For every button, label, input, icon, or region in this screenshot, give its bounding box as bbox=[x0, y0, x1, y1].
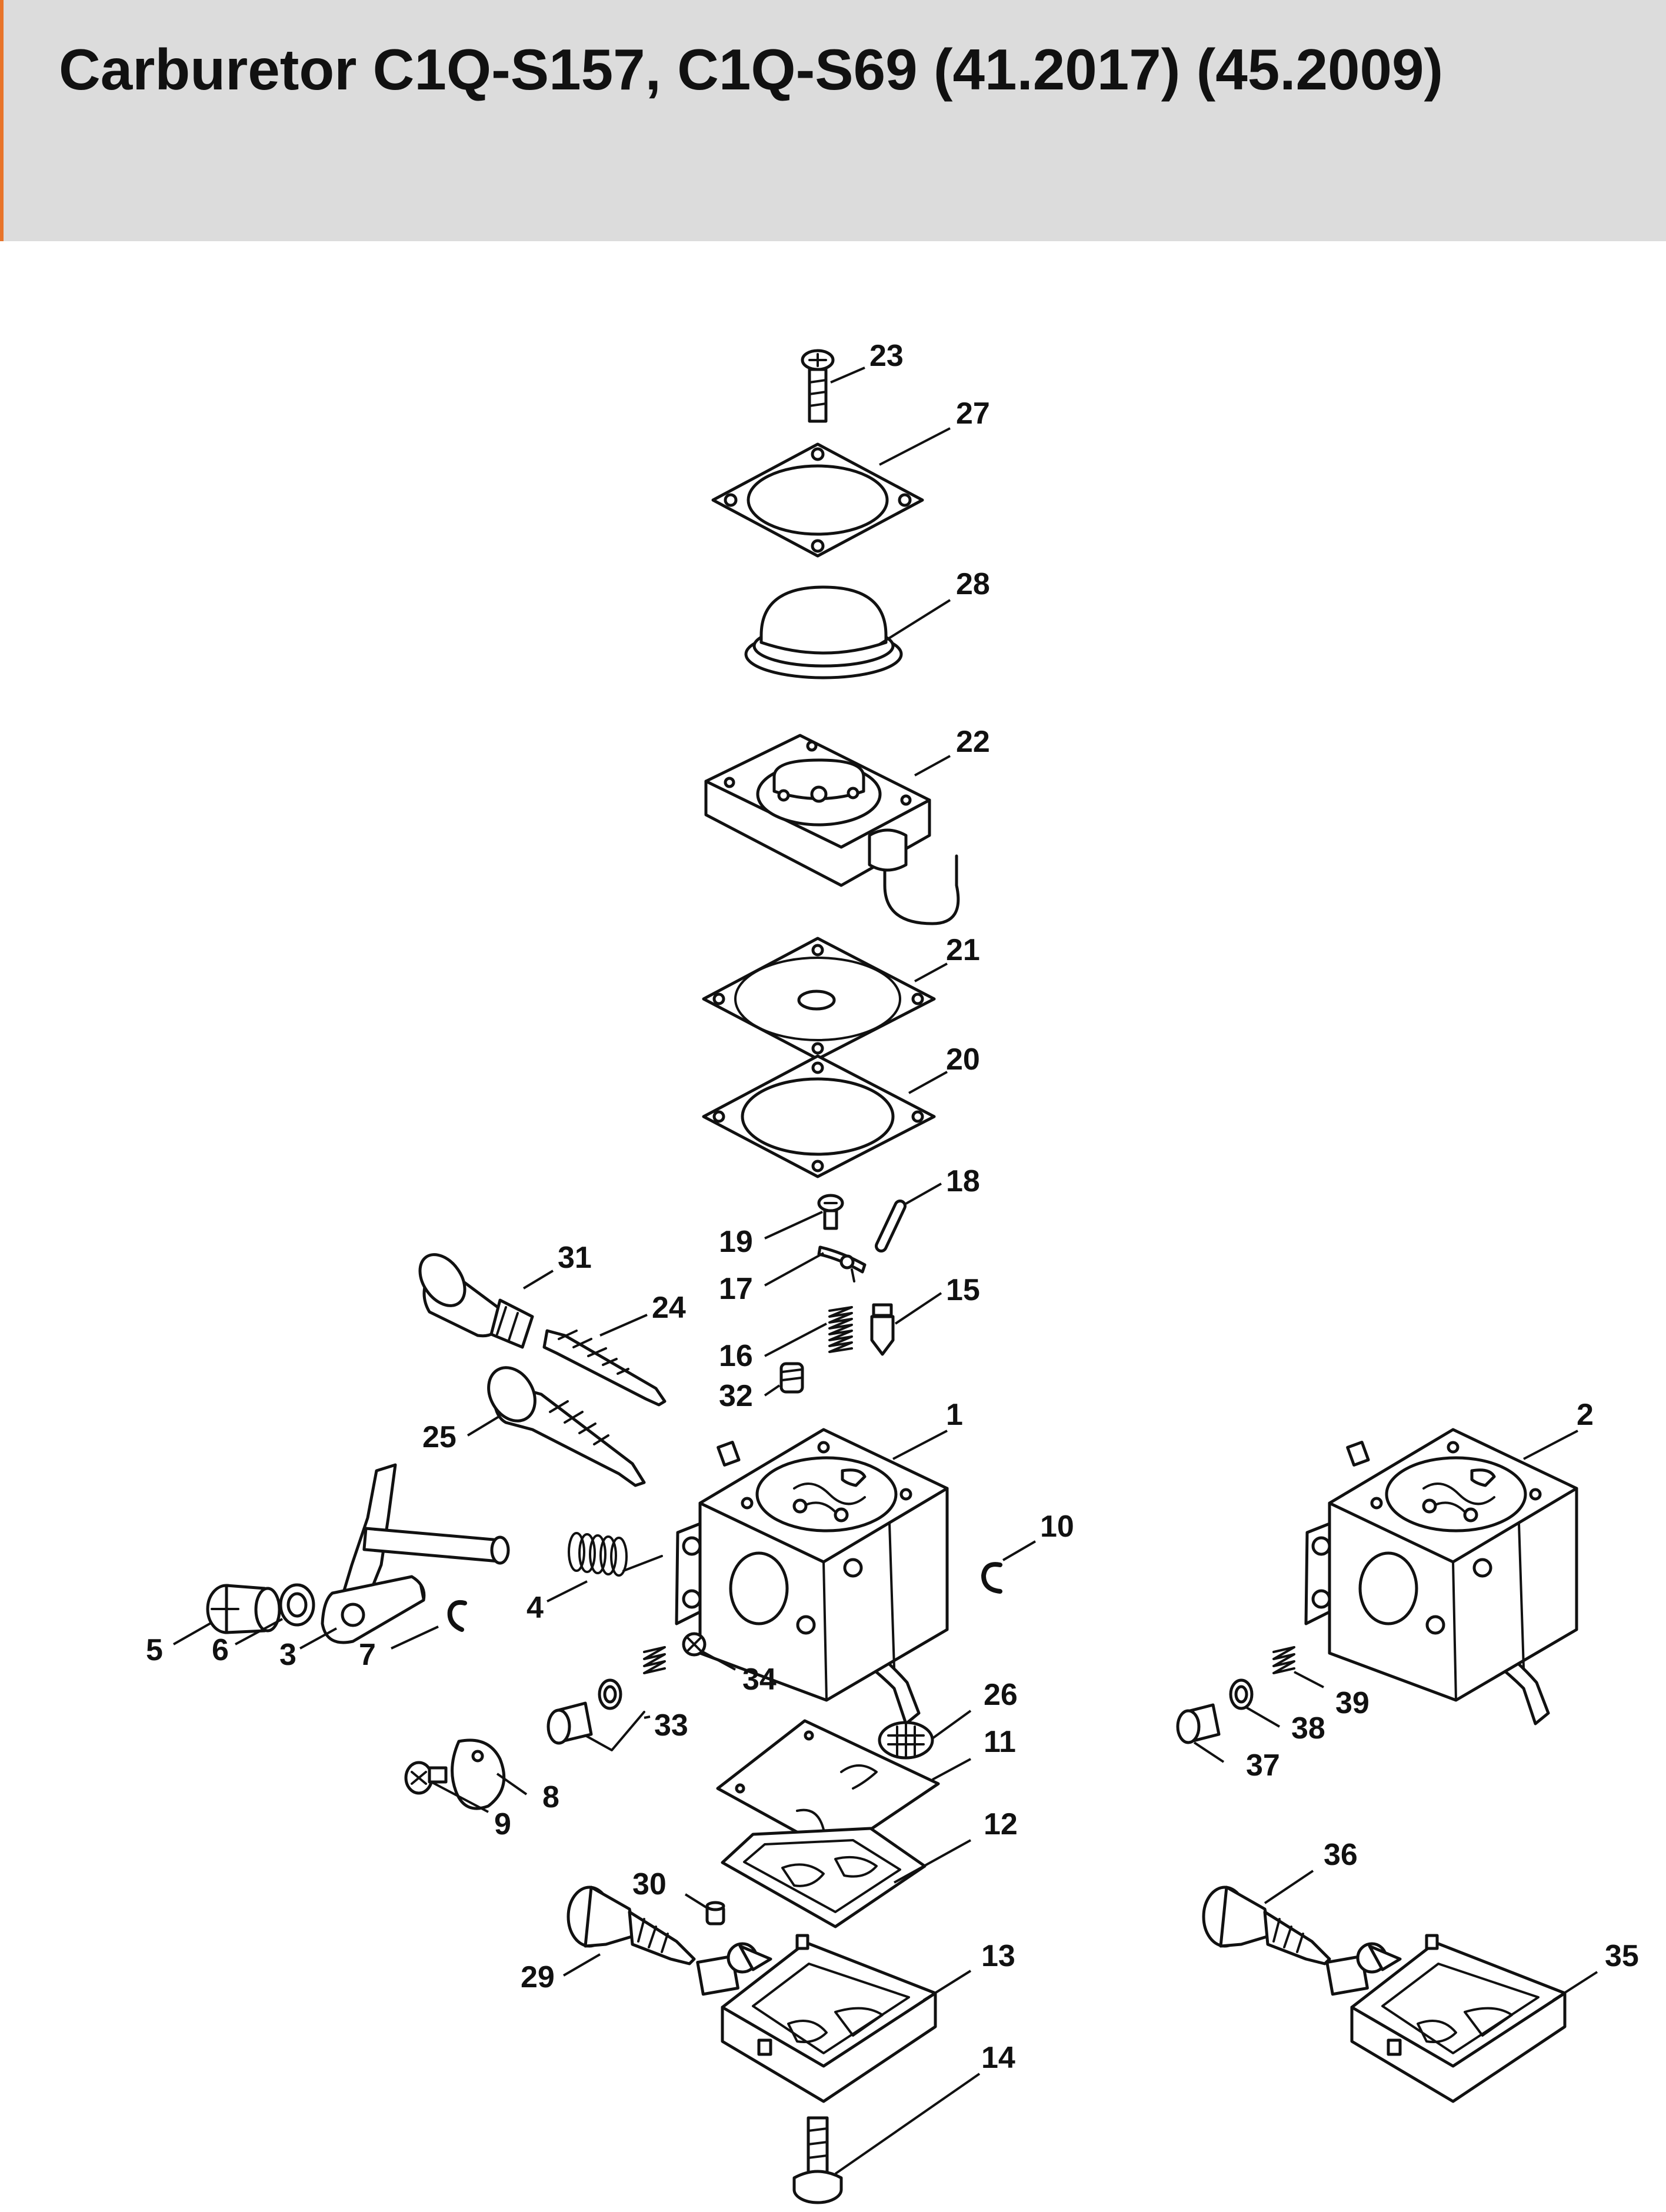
callout-33: 33 bbox=[654, 1708, 688, 1743]
part-19-screw[interactable] bbox=[817, 1194, 844, 1230]
part-14-screw[interactable] bbox=[792, 2116, 843, 2204]
part-17-control-lever[interactable] bbox=[817, 1245, 867, 1282]
callout-35: 35 bbox=[1605, 1939, 1639, 1973]
part-20-gasket[interactable] bbox=[702, 1054, 936, 1178]
part-26-filter[interactable] bbox=[878, 1721, 934, 1760]
callout-7: 7 bbox=[359, 1638, 376, 1672]
callout-14: 14 bbox=[981, 2041, 1015, 2075]
callout-20: 20 bbox=[946, 1042, 980, 1077]
part-1-carburetor-body[interactable] bbox=[675, 1428, 949, 1725]
callout-17: 17 bbox=[719, 1272, 753, 1306]
part-34-fuel-screen[interactable] bbox=[682, 1632, 707, 1657]
part-24-adjusting-screw[interactable] bbox=[542, 1329, 667, 1407]
callout-6: 6 bbox=[212, 1633, 229, 1667]
part-18-pin[interactable] bbox=[875, 1200, 907, 1252]
part-6-washer[interactable] bbox=[279, 1583, 315, 1627]
callout-30: 30 bbox=[632, 1867, 667, 1901]
part-8-throttle-plate[interactable] bbox=[451, 1738, 506, 1810]
callout-22: 22 bbox=[956, 725, 990, 759]
part-4-torsion-spring[interactable] bbox=[568, 1532, 663, 1577]
part-5-screw-plug[interactable] bbox=[206, 1584, 281, 1634]
part-12-metering-diaphragm[interactable] bbox=[721, 1827, 927, 1928]
part-2-carburetor-body[interactable] bbox=[1304, 1428, 1578, 1725]
callout-16: 16 bbox=[719, 1339, 753, 1373]
callout-29: 29 bbox=[521, 1960, 555, 1994]
part-31-limiter-cap[interactable] bbox=[411, 1246, 534, 1349]
part-9-screw[interactable] bbox=[404, 1761, 448, 1795]
callout-23: 23 bbox=[869, 339, 904, 373]
callout-28: 28 bbox=[956, 567, 990, 601]
callout-36: 36 bbox=[1324, 1838, 1358, 1872]
part-16-spring[interactable] bbox=[828, 1306, 853, 1353]
callout-11: 11 bbox=[984, 1725, 1016, 1759]
callout-19: 19 bbox=[719, 1225, 753, 1259]
page-title: Carburetor C1Q-S157, C1Q-S69 (41.2017) (… bbox=[59, 37, 1444, 102]
part-29-adjusting-screw[interactable] bbox=[567, 1885, 696, 1966]
part-37-plug[interactable] bbox=[1176, 1703, 1221, 1744]
callout-27: 27 bbox=[956, 397, 990, 431]
callout-10: 10 bbox=[1040, 1510, 1074, 1544]
part-21-diaphragm[interactable] bbox=[702, 937, 936, 1061]
header-bar bbox=[0, 0, 1666, 241]
callout-39: 39 bbox=[1335, 1686, 1370, 1720]
callout-3: 3 bbox=[279, 1638, 296, 1672]
callout-37: 37 bbox=[1246, 1748, 1280, 1783]
callout-12: 12 bbox=[984, 1807, 1018, 1841]
part-7-e-clip[interactable] bbox=[447, 1600, 467, 1632]
callout-labels: 23 27 28 22 21 20 18 19 17 15 16 32 31 2… bbox=[146, 339, 1639, 2075]
callout-34: 34 bbox=[742, 1663, 777, 1697]
part-25-adjusting-screw[interactable] bbox=[479, 1359, 646, 1487]
part-23-screw[interactable] bbox=[801, 349, 835, 423]
callout-31: 31 bbox=[558, 1241, 592, 1275]
part-36-adjusting-screw[interactable] bbox=[1202, 1885, 1331, 1966]
callout-4: 4 bbox=[527, 1591, 544, 1625]
callout-38: 38 bbox=[1291, 1711, 1325, 1745]
callout-24: 24 bbox=[652, 1291, 686, 1325]
callout-25: 25 bbox=[422, 1420, 457, 1454]
part-33-plug-set[interactable] bbox=[547, 1646, 666, 1751]
part-3-throttle-shaft[interactable] bbox=[321, 1463, 510, 1644]
part-10-e-clip[interactable] bbox=[981, 1562, 1002, 1594]
part-15-inlet-needle[interactable] bbox=[870, 1303, 895, 1356]
part-32-plug[interactable] bbox=[779, 1362, 804, 1394]
callout-15: 15 bbox=[946, 1273, 980, 1307]
callout-2: 2 bbox=[1577, 1398, 1594, 1432]
part-13-end-cover[interactable] bbox=[696, 1934, 937, 2103]
callout-5: 5 bbox=[146, 1633, 163, 1667]
callout-8: 8 bbox=[542, 1780, 559, 1814]
part-35-end-cover[interactable] bbox=[1325, 1934, 1567, 2103]
callout-1: 1 bbox=[946, 1398, 963, 1432]
callout-13: 13 bbox=[981, 1939, 1015, 1973]
leader-lines bbox=[173, 367, 1598, 2175]
callout-32: 32 bbox=[719, 1379, 753, 1413]
callout-9: 9 bbox=[494, 1807, 511, 1841]
callout-21: 21 bbox=[946, 933, 980, 967]
callout-18: 18 bbox=[946, 1164, 980, 1198]
part-38-o-ring[interactable] bbox=[1229, 1678, 1254, 1710]
part-39-spring[interactable] bbox=[1272, 1646, 1295, 1674]
callout-26: 26 bbox=[984, 1678, 1018, 1712]
part-30-nipple[interactable] bbox=[705, 1901, 725, 1925]
part-22-pump-cover[interactable] bbox=[704, 734, 960, 925]
part-28-primer-bulb[interactable] bbox=[744, 585, 903, 679]
header-accent-stripe bbox=[0, 0, 4, 241]
part-27-gasket[interactable] bbox=[711, 442, 924, 558]
